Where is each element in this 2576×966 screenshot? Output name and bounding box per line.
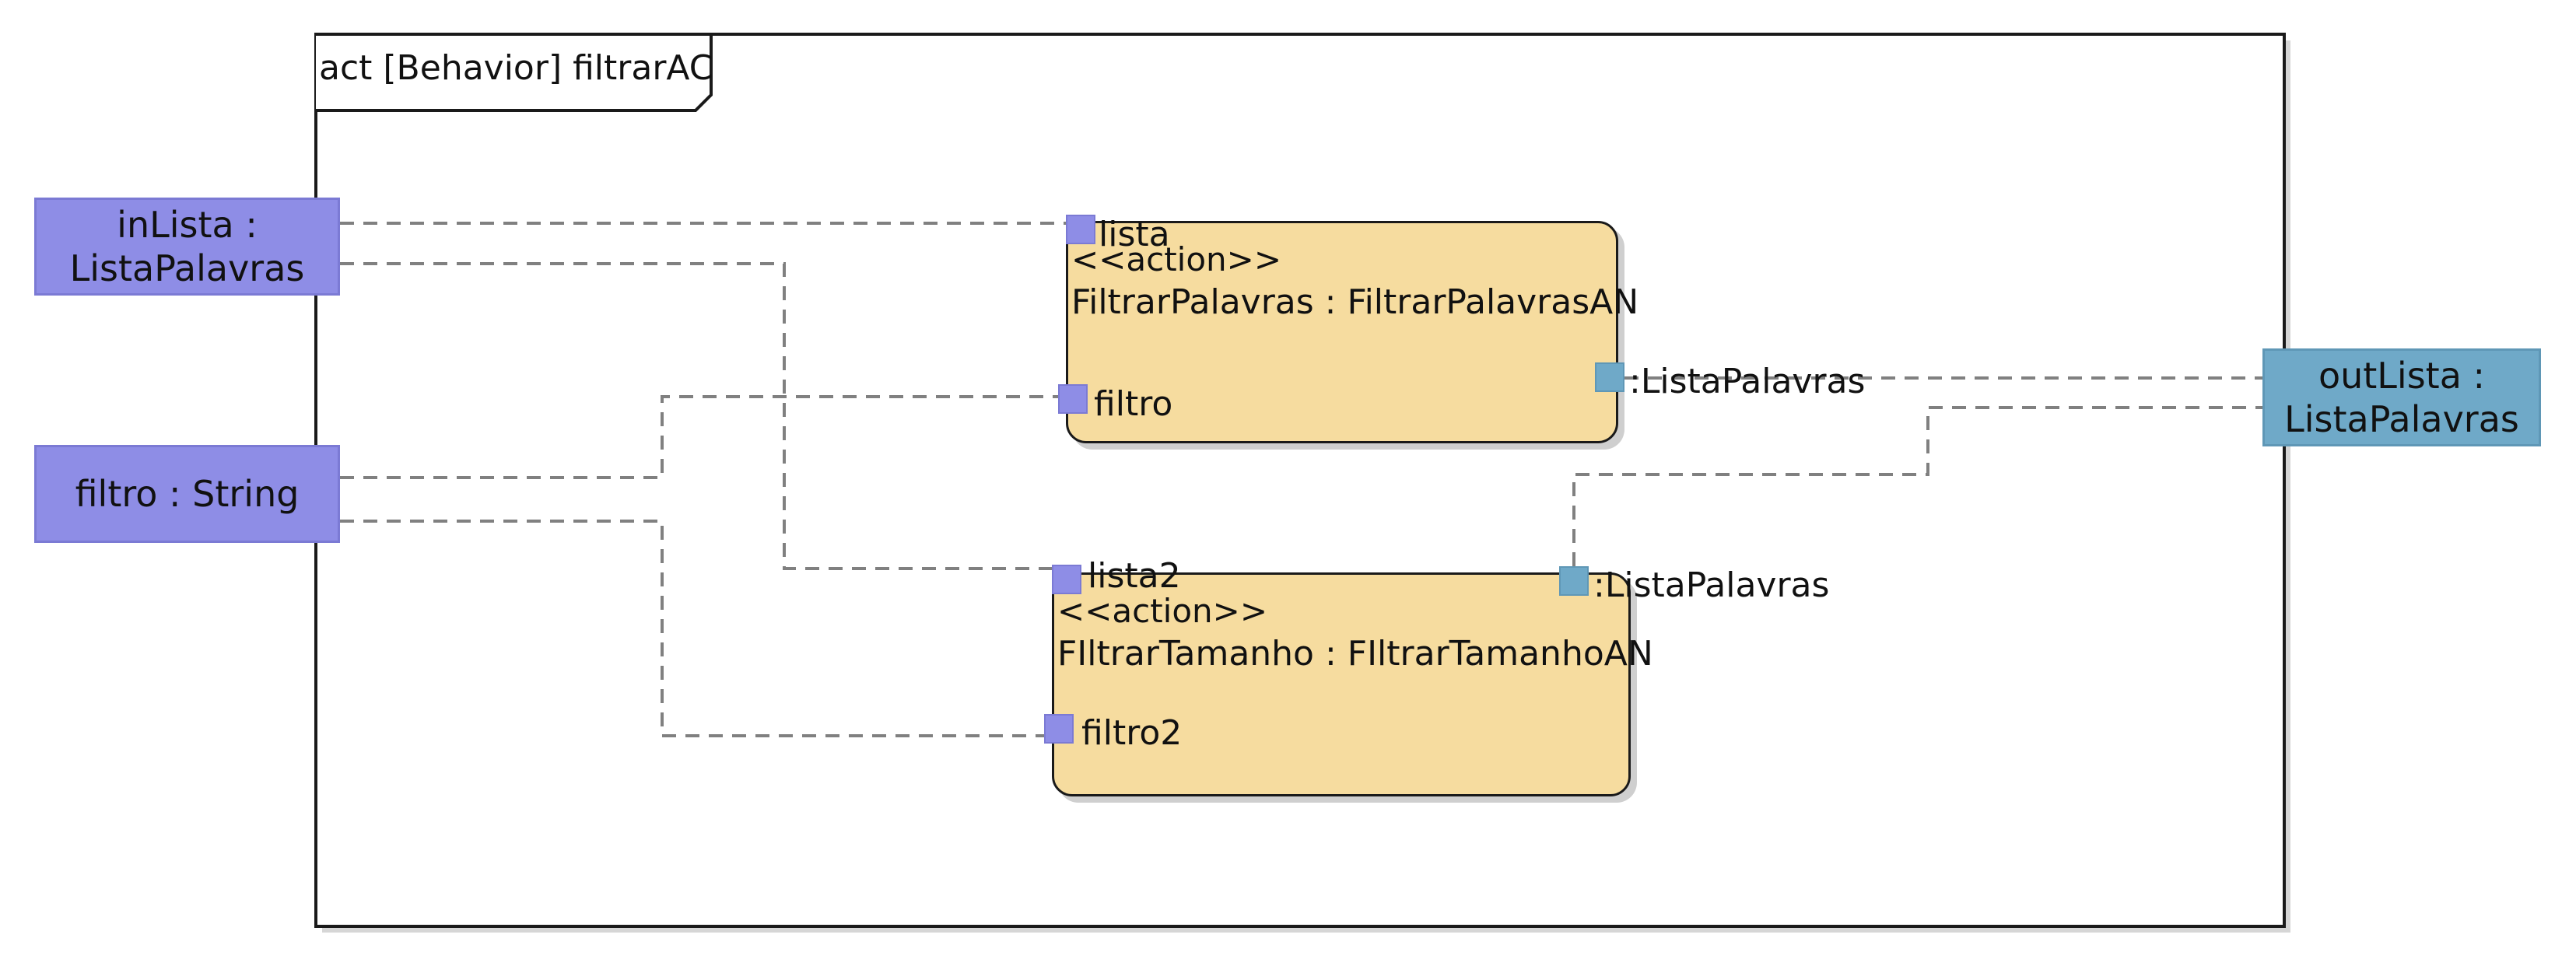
pin-lista-label: lista (1099, 215, 1170, 254)
pin-filtro-label: filtro (1094, 384, 1173, 424)
parameter-filtro-label: filtro : String (75, 473, 300, 515)
pin-filtro2[interactable] (1044, 714, 1074, 744)
parameter-in-lista[interactable]: inLista : ListaPalavras (34, 198, 340, 296)
action-filtrar-palavras-name: FiltrarPalavras : FiltrarPalavrasAN (1071, 282, 1639, 322)
flow-out2-to-outlista (1572, 406, 2262, 566)
pin-out-filtrar-palavras-label: :ListaPalavras (1629, 362, 1866, 401)
action-filtrar-palavras-stereotype: <<action>> (1071, 240, 1282, 278)
pin-lista2-label: lista2 (1088, 556, 1181, 596)
pin-out-filtrar-palavras[interactable] (1595, 362, 1624, 392)
pin-filtro2-label: filtro2 (1081, 713, 1183, 753)
action-filtrar-tamanho-stereotype: <<action>> (1057, 592, 1268, 630)
flow-filtro-to-filtro2 (340, 520, 1046, 737)
pin-lista2[interactable] (1052, 565, 1081, 594)
action-filtrar-palavras[interactable]: <<action>> FiltrarPalavras : FiltrarPala… (1066, 221, 1638, 443)
parameter-out-lista[interactable]: outLista : ListaPalavras (2262, 348, 2541, 446)
pin-lista[interactable] (1066, 215, 1095, 244)
parameter-in-lista-line1: inLista : (117, 204, 258, 246)
parameter-out-lista-line2: ListaPalavras (2284, 398, 2519, 440)
pin-out-filtrar-tamanho-label: :ListaPalavras (1593, 565, 1830, 605)
parameter-filtro[interactable]: filtro : String (34, 445, 340, 543)
flow-inlista-to-lista2 (340, 262, 1053, 570)
action-filtrar-tamanho-name: FIltrarTamanho : FIltrarTamanhoAN (1057, 634, 1653, 674)
pin-out-filtrar-tamanho[interactable] (1559, 566, 1589, 596)
parameter-out-lista-line1: outLista : (2318, 355, 2486, 397)
flow-filtro-to-filtro (340, 395, 1060, 479)
parameter-in-lista-line2: ListaPalavras (69, 247, 305, 289)
frame-title: act [Behavior] filtrarAC (319, 48, 713, 88)
frame-title-tab (316, 33, 713, 112)
pin-filtro[interactable] (1058, 384, 1088, 414)
action-filtrar-tamanho[interactable]: <<action>> FIltrarTamanho : FIltrarTaman… (1052, 572, 1653, 796)
